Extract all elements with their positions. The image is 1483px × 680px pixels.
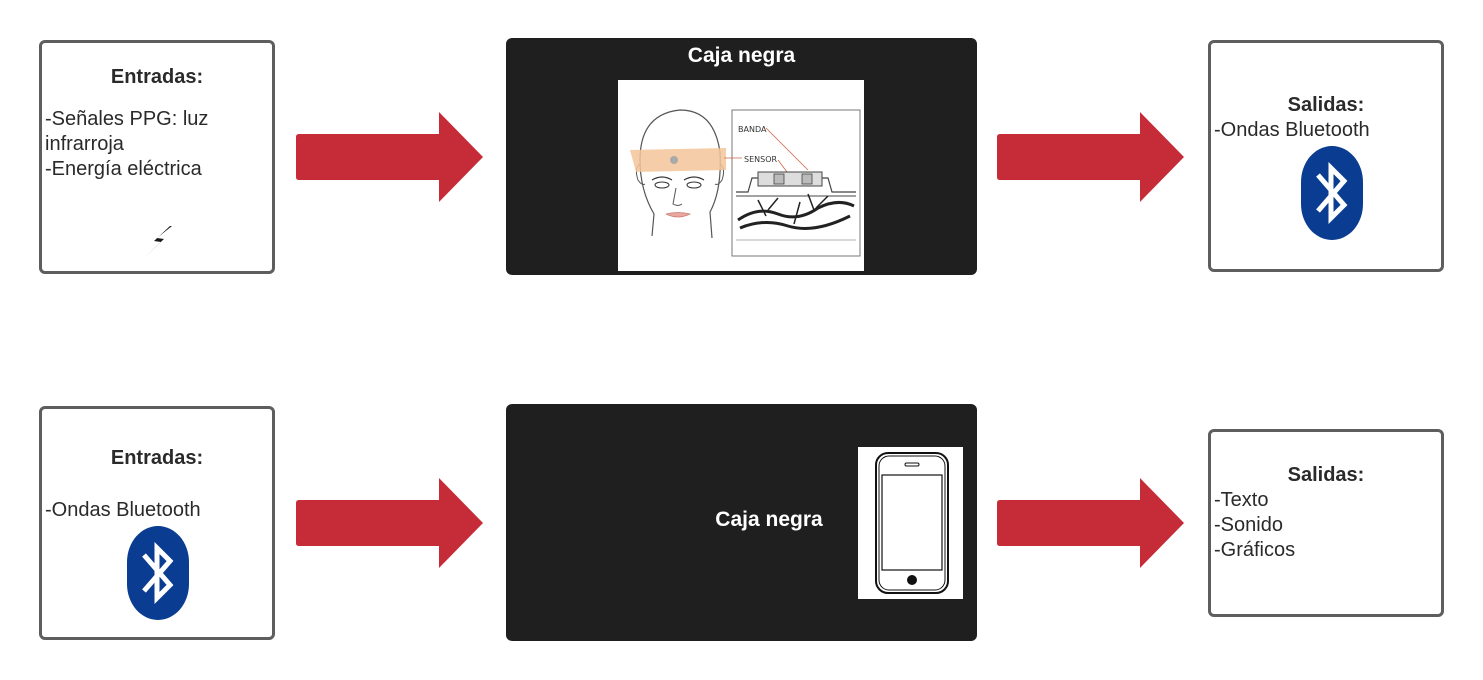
row2-blackbox: Caja negra xyxy=(506,404,977,641)
row2-inputs-line: -Ondas Bluetooth xyxy=(45,499,201,521)
row2-output-arrow xyxy=(997,478,1184,568)
row2-blackbox-title: Caja negra xyxy=(715,508,823,531)
row2-inputs-title: Entradas: xyxy=(110,447,204,469)
row2-input-arrow xyxy=(296,478,483,568)
banda-label: BANDA xyxy=(738,125,767,134)
row1-blackbox-title: Caja negra xyxy=(687,44,796,67)
row2-outputs-box: Salidas: -Texto -Sonido -Gráficos xyxy=(1208,429,1444,617)
row2-inputs-box: Entradas: -Ondas Bluetooth xyxy=(39,406,275,640)
row1-outputs-box: Salidas: -Ondas Bluetooth xyxy=(1208,40,1444,272)
sensor-label: SENSOR xyxy=(744,155,777,164)
lightning-icon xyxy=(143,226,172,259)
row2-outputs-line: -Gráficos xyxy=(1214,539,1296,561)
row1-inputs-box: Entradas: -Señales PPG: luz infrarroja -… xyxy=(39,40,275,274)
bluetooth-icon xyxy=(127,526,189,620)
headband-sensor-illustration: BANDA SENSOR xyxy=(618,80,864,271)
row2-outputs-line: -Texto xyxy=(1214,489,1269,511)
row1-input-arrow xyxy=(296,112,483,202)
row1-inputs-line: -Señales PPG: luz xyxy=(45,108,209,130)
row1-blackbox: Caja negra BANDA SENSOR xyxy=(506,38,977,275)
row1-inputs-title: Entradas: xyxy=(110,66,204,88)
row1-output-arrow xyxy=(997,112,1184,202)
row1-outputs-title: Salidas: xyxy=(1287,94,1365,116)
row1-inputs-line: -Energía eléctrica xyxy=(45,158,202,180)
row2-outputs-title: Salidas: xyxy=(1287,464,1365,486)
row1-outputs-line: -Ondas Bluetooth xyxy=(1214,119,1370,141)
smartphone-panel xyxy=(858,447,963,599)
row2-outputs-line: -Sonido xyxy=(1214,514,1283,536)
smartphone-icon xyxy=(875,452,949,594)
bluetooth-icon xyxy=(1301,146,1363,240)
row1-inputs-line: infrarroja xyxy=(45,133,124,155)
